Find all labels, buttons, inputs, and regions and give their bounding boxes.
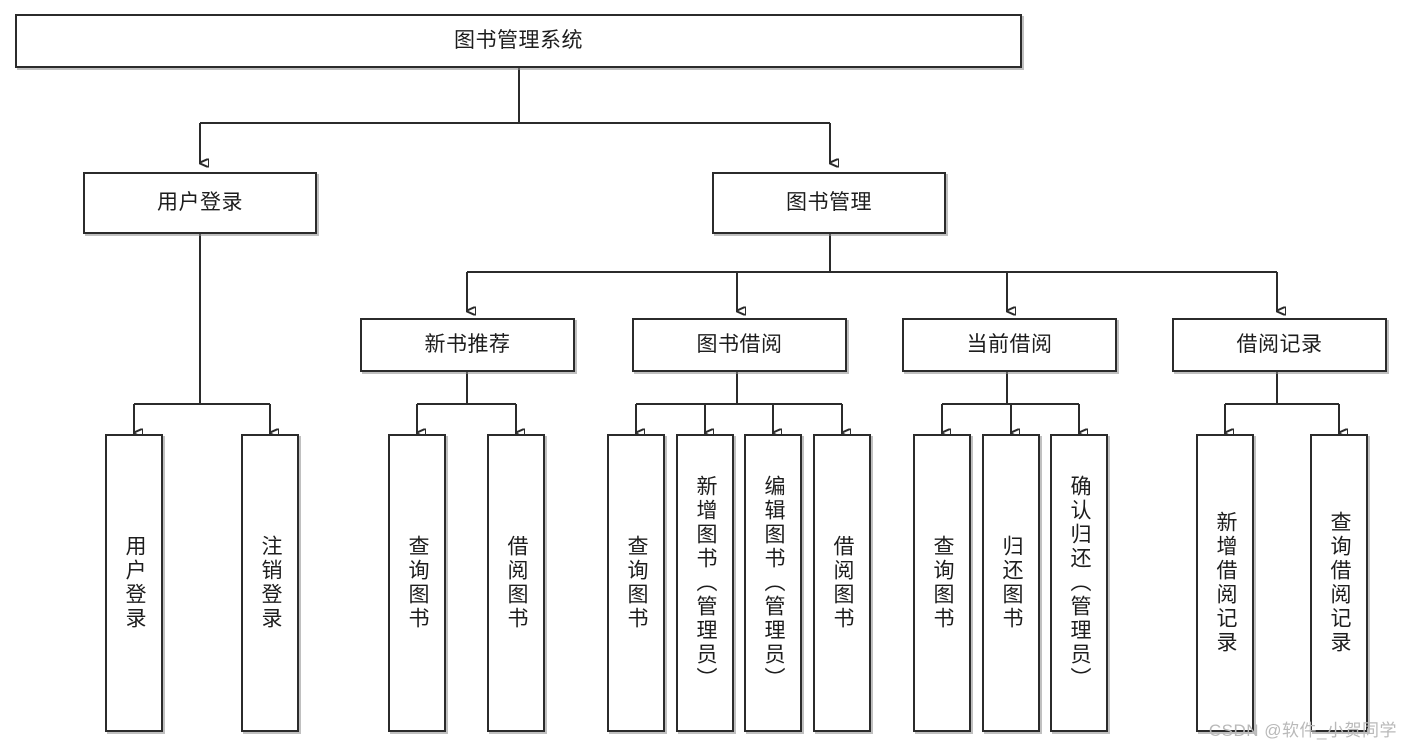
leaf-new-book-1-label: 借阅图书 (505, 535, 529, 631)
leaf-user-login-1[interactable]: 注销登录 (241, 434, 299, 732)
leaf-user-login-0[interactable]: 用户登录 (105, 434, 163, 732)
leaf-new-book-0-label: 查询图书 (406, 535, 430, 631)
leaf-current-borrow-0[interactable]: 查询图书 (913, 434, 971, 732)
node-root-label: 图书管理系统 (454, 29, 583, 53)
node-current-borrow-label: 当前借阅 (966, 333, 1053, 357)
leaf-borrow-record-0[interactable]: 新增借阅记录 (1196, 434, 1254, 732)
leaf-book-borrow-1[interactable]: 新增图书（管理员） (676, 434, 734, 732)
leaf-book-borrow-2-label: 编辑图书（管理员） (762, 475, 786, 691)
node-new-book-recommend[interactable]: 新书推荐 (360, 318, 575, 372)
leaf-book-borrow-0[interactable]: 查询图书 (607, 434, 665, 732)
leaf-book-borrow-1-label: 新增图书（管理员） (694, 475, 718, 691)
node-borrow-record-label: 借阅记录 (1236, 333, 1323, 357)
leaf-borrow-record-1[interactable]: 查询借阅记录 (1310, 434, 1368, 732)
node-current-borrow[interactable]: 当前借阅 (902, 318, 1117, 372)
leaf-book-borrow-2[interactable]: 编辑图书（管理员） (744, 434, 802, 732)
node-new-book-recommend-label: 新书推荐 (424, 333, 511, 357)
leaf-new-book-1[interactable]: 借阅图书 (487, 434, 545, 732)
leaf-new-book-0[interactable]: 查询图书 (388, 434, 446, 732)
leaf-user-login-0-label: 用户登录 (123, 535, 147, 631)
leaf-book-borrow-0-label: 查询图书 (625, 535, 649, 631)
node-borrow-record[interactable]: 借阅记录 (1172, 318, 1387, 372)
leaf-book-borrow-3[interactable]: 借阅图书 (813, 434, 871, 732)
node-book-manage-label: 图书管理 (786, 191, 872, 215)
node-book-manage[interactable]: 图书管理 (712, 172, 946, 234)
leaf-current-borrow-2-label: 确认归还（管理员） (1068, 475, 1092, 691)
leaf-current-borrow-2[interactable]: 确认归还（管理员） (1050, 434, 1108, 732)
leaf-borrow-record-0-label: 新增借阅记录 (1214, 511, 1238, 655)
node-book-borrow[interactable]: 图书借阅 (632, 318, 847, 372)
leaf-current-borrow-1-label: 归还图书 (1000, 535, 1024, 631)
node-user-login-label: 用户登录 (157, 191, 243, 215)
leaf-current-borrow-0-label: 查询图书 (931, 535, 955, 631)
leaf-book-borrow-3-label: 借阅图书 (831, 535, 855, 631)
leaf-current-borrow-1[interactable]: 归还图书 (982, 434, 1040, 732)
node-book-borrow-label: 图书借阅 (696, 333, 783, 357)
leaf-borrow-record-1-label: 查询借阅记录 (1328, 511, 1352, 655)
node-user-login[interactable]: 用户登录 (83, 172, 317, 234)
node-root[interactable]: 图书管理系统 (15, 14, 1022, 68)
leaf-user-login-1-label: 注销登录 (259, 535, 283, 631)
